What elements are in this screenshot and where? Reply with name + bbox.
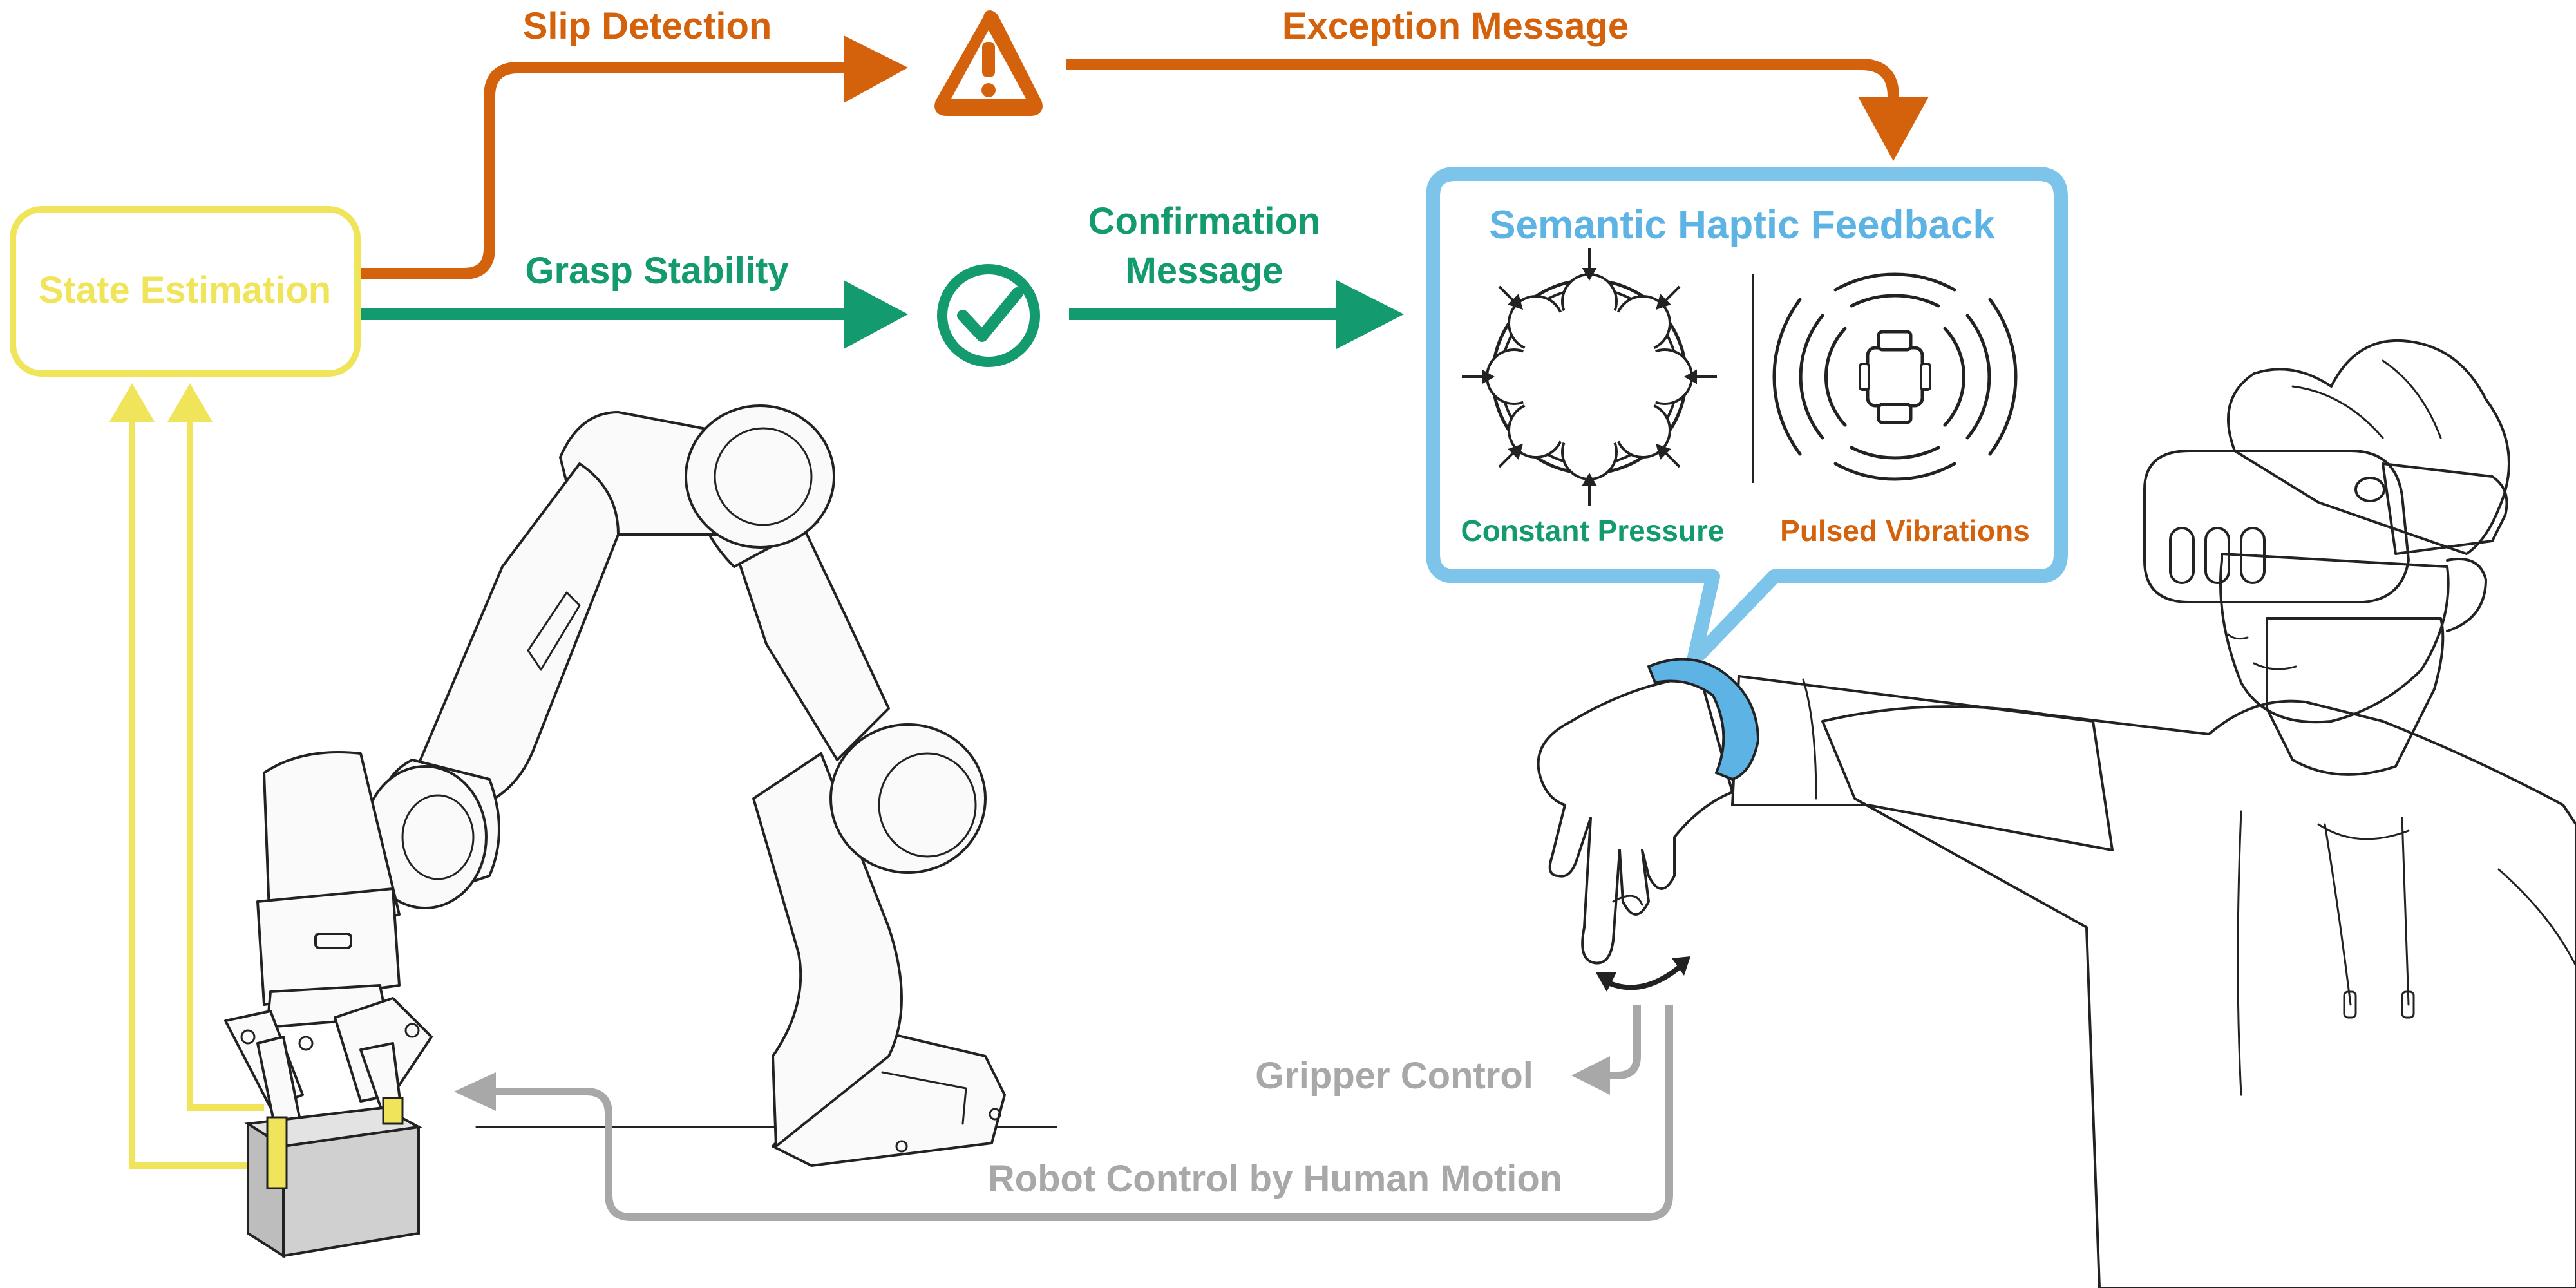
- exception-arrow-line: [1066, 59, 1899, 109]
- confirmation-arrow-head: [1336, 280, 1404, 349]
- control-flow: Gripper Control Robot Control by Human M…: [454, 1005, 1673, 1221]
- state-estimation-box: State Estimation: [10, 206, 361, 377]
- gripper-control-arrow-head: [1571, 1056, 1610, 1095]
- pulsed-vibrations-label: Pulsed Vibrations: [1780, 514, 2030, 547]
- vr-headset: [2143, 450, 2508, 603]
- robot-control-line: [489, 1005, 1673, 1221]
- robot-control-label: Robot Control by Human Motion: [988, 1158, 1562, 1200]
- pressure-ring-icon: [1462, 248, 1717, 506]
- slip-detection-flow: Slip Detection Exception Message: [361, 5, 1929, 279]
- haptic-wristband: [1647, 658, 1760, 781]
- grasp-stability-flow: Grasp Stability Confirmation Message: [361, 200, 1404, 367]
- slip-arrow-line: [361, 62, 857, 279]
- exception-message-label: Exception Message: [1282, 5, 1629, 47]
- confirmation-message-label-line2: Message: [1125, 250, 1283, 292]
- gripper-control-line: [1607, 1005, 1641, 1079]
- grasp-stability-label: Grasp Stability: [525, 250, 788, 292]
- vibration-icon: [1772, 272, 2018, 481]
- confirmation-message-label-line1: Confirmation: [1088, 200, 1321, 242]
- check-circle-icon: [937, 264, 1040, 367]
- semantic-haptic-feedback-bubble: Semantic Haptic Feedback: [1426, 167, 2068, 667]
- sensor-feedback-lines: [109, 383, 267, 1169]
- gripper: [224, 984, 433, 1138]
- semantic-haptic-feedback-title: Semantic Haptic Feedback: [1489, 203, 1995, 247]
- slip-detection-label: Slip Detection: [523, 5, 772, 47]
- constant-pressure-label: Constant Pressure: [1461, 514, 1724, 547]
- gripper-control-label: Gripper Control: [1255, 1055, 1533, 1097]
- gripper-finger-left: [266, 1116, 288, 1189]
- rotation-arrow-icon: [1596, 956, 1690, 992]
- grasp-arrow-head: [844, 280, 908, 349]
- robot-control-arrow-head: [454, 1072, 496, 1111]
- human-operator: [1537, 339, 2576, 1288]
- gripper-finger-right: [382, 1097, 404, 1125]
- state-estimation-label: State Estimation: [39, 269, 331, 311]
- warning-icon: [934, 10, 1043, 116]
- slip-arrow-head: [844, 35, 908, 103]
- exception-arrow-head: [1858, 97, 1929, 161]
- grasped-box: [244, 1097, 423, 1258]
- robot-arm: [256, 404, 1057, 1167]
